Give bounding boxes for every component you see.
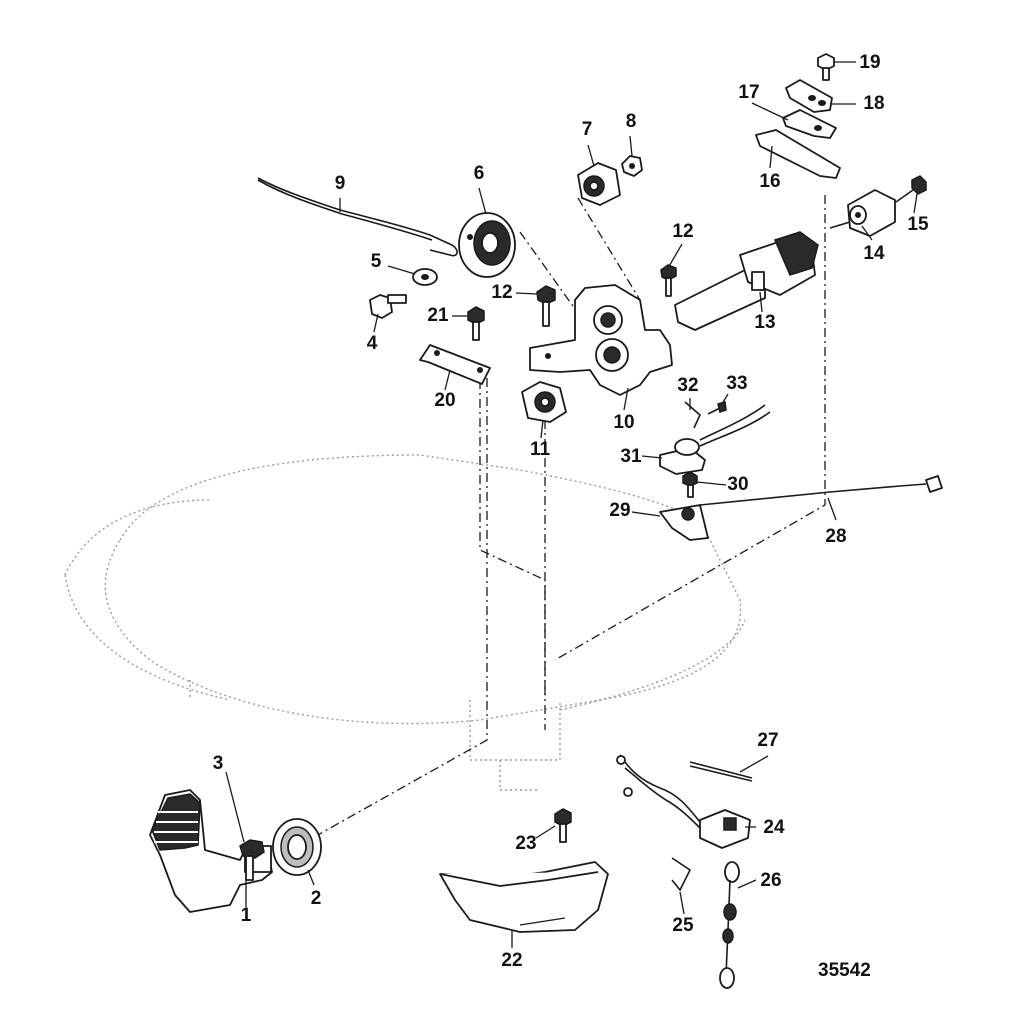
callout-9: 9 [335,173,346,194]
bushing-7 [577,162,621,206]
callout-26: 26 [760,870,781,891]
stop-switch [616,754,751,849]
screw-21 [467,306,485,341]
switch-bracket [659,504,709,541]
clip-25 [671,857,692,892]
cover-plate [785,79,833,113]
callout-1: 1 [241,905,252,926]
screw-15 [895,175,927,203]
callout-16: 16 [759,171,780,192]
callout-19: 19 [859,52,880,73]
leader-lines [225,61,918,948]
callout-22: 22 [501,950,522,971]
callout-12b: 12 [672,221,693,242]
bolt-12b [660,264,677,297]
callout-23: 23 [515,833,536,854]
callout-3: 3 [213,753,224,774]
callout-20: 20 [434,390,455,411]
callout-30: 30 [727,474,748,495]
callout-14: 14 [863,243,885,264]
screw-30 [682,471,698,498]
callout-6: 6 [474,163,485,184]
callout-11: 11 [530,439,551,460]
callout-15: 15 [907,214,929,235]
steering-bracket [529,284,673,396]
screw-19 [817,53,835,81]
friction-pad [782,109,837,139]
lower-cover [439,861,609,933]
callout-18: 18 [863,93,884,114]
callout-27: 27 [757,730,778,751]
neutral-switch [659,404,771,475]
callout-33: 33 [726,373,747,394]
screw-33 [707,401,727,415]
engine-outline-ghost [64,454,746,791]
cotter-pin [689,761,753,782]
callout-31: 31 [620,446,642,467]
lanyard [719,861,740,989]
tiller-arm-shaft [674,231,819,331]
throttle-cam [458,212,516,278]
assembly-lines [299,195,826,846]
callout-29: 29 [609,500,630,521]
figure-number: 35542 [818,960,871,981]
callout-21: 21 [427,305,449,326]
callout-7: 7 [582,119,593,140]
bolt-3 [239,839,265,881]
callout-5: 5 [371,251,382,272]
callout-24: 24 [763,817,785,838]
nut-8 [621,155,643,177]
bolt-4 [369,294,407,319]
link-rod [257,177,458,257]
plate-20 [419,344,491,385]
callout-8: 8 [626,111,637,132]
screw-23 [554,808,572,843]
throttle-cable [699,475,943,506]
callout-10: 10 [613,412,634,433]
callout-28: 28 [825,526,846,547]
bushing-11 [521,381,567,423]
throttle-plate [755,129,841,179]
callout-labels: 1 2 3 4 5 6 7 8 9 10 11 12 12 13 14 15 1… [213,52,929,971]
callout-12a: 12 [491,282,512,303]
clip-32 [684,401,701,429]
callout-2: 2 [311,888,322,909]
callout-13: 13 [754,312,775,333]
grommet-ring [272,818,322,876]
callout-32: 32 [677,375,698,396]
callout-25: 25 [672,915,694,936]
washer-5 [412,268,438,286]
callout-4: 4 [367,333,378,354]
bolt-12a [536,285,556,327]
callout-17: 17 [738,82,759,103]
friction-knob [829,189,896,237]
